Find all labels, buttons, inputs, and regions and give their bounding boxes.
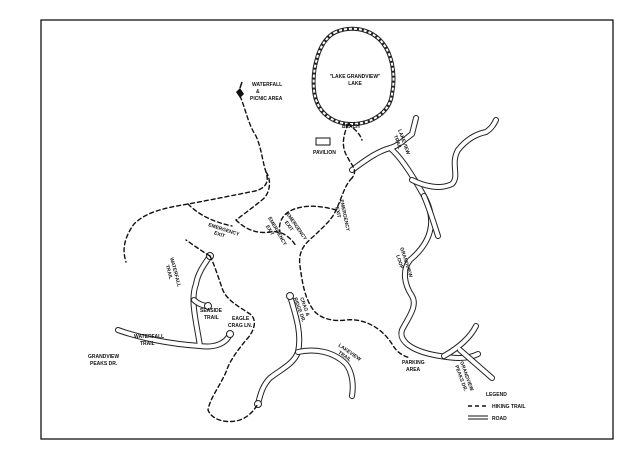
label-waterfall-picnic: WATERFALL — [252, 82, 282, 88]
label-parking: PARKING — [402, 360, 425, 366]
lake-grandview: "LAKE GRANDVIEW" LAKE — [311, 26, 396, 127]
legend: LEGEND HIKING TRAIL ROAD — [468, 392, 526, 422]
legend-road: ROAD — [492, 416, 507, 422]
map-border — [40, 19, 614, 440]
roads — [115, 115, 499, 408]
label-waterfall-trail-2: TRAIL — [140, 341, 155, 347]
label-emergency-exit-3b: EXIT — [283, 220, 294, 233]
label-pavilion: PAVILION — [313, 150, 336, 156]
label-emergency-exit-2b: EXIT — [264, 224, 275, 237]
label-parking-2: AREA — [406, 367, 421, 373]
label-beach: BEACH — [342, 124, 360, 130]
legend-title: LEGEND — [486, 392, 507, 398]
pavilion-icon — [315, 137, 331, 146]
label-waterfall-trail-vert-2: TRAIL — [164, 264, 174, 280]
label-lakeview-trail-top-2: TRAIL — [392, 134, 403, 150]
label-emergency-exit-1b: EXIT — [213, 230, 225, 239]
hiking-trails — [123, 95, 411, 423]
label-waterfall-trail: WATERFALL — [134, 334, 164, 340]
legend-hiking-trail: HIKING TRAIL — [492, 404, 526, 410]
label-grandview-peaks-left: GRANDVIEW — [88, 354, 119, 360]
label-waterfall-picnic-3: PICNIC AREA — [250, 96, 283, 102]
label-eagle-crag-2: CRAG LN. — [228, 323, 253, 329]
label-seaside-trail-2: TRAIL — [204, 315, 219, 321]
lake-label: "LAKE GRANDVIEW" — [330, 74, 381, 80]
label-eagle-crag: EAGLE — [232, 316, 250, 322]
label-seaside-trail: SEASIDE — [200, 308, 223, 314]
label-waterfall-picnic-2: & — [256, 89, 260, 95]
label-grandview-loop-2: LOOP — [394, 254, 404, 270]
label-grandview-peaks-left-2: PEAKS DR. — [90, 361, 118, 367]
label-emergency-exit-4b: EXIT — [333, 206, 341, 218]
waterfall-icon — [236, 81, 244, 98]
lake-label-2: LAKE — [348, 81, 362, 87]
